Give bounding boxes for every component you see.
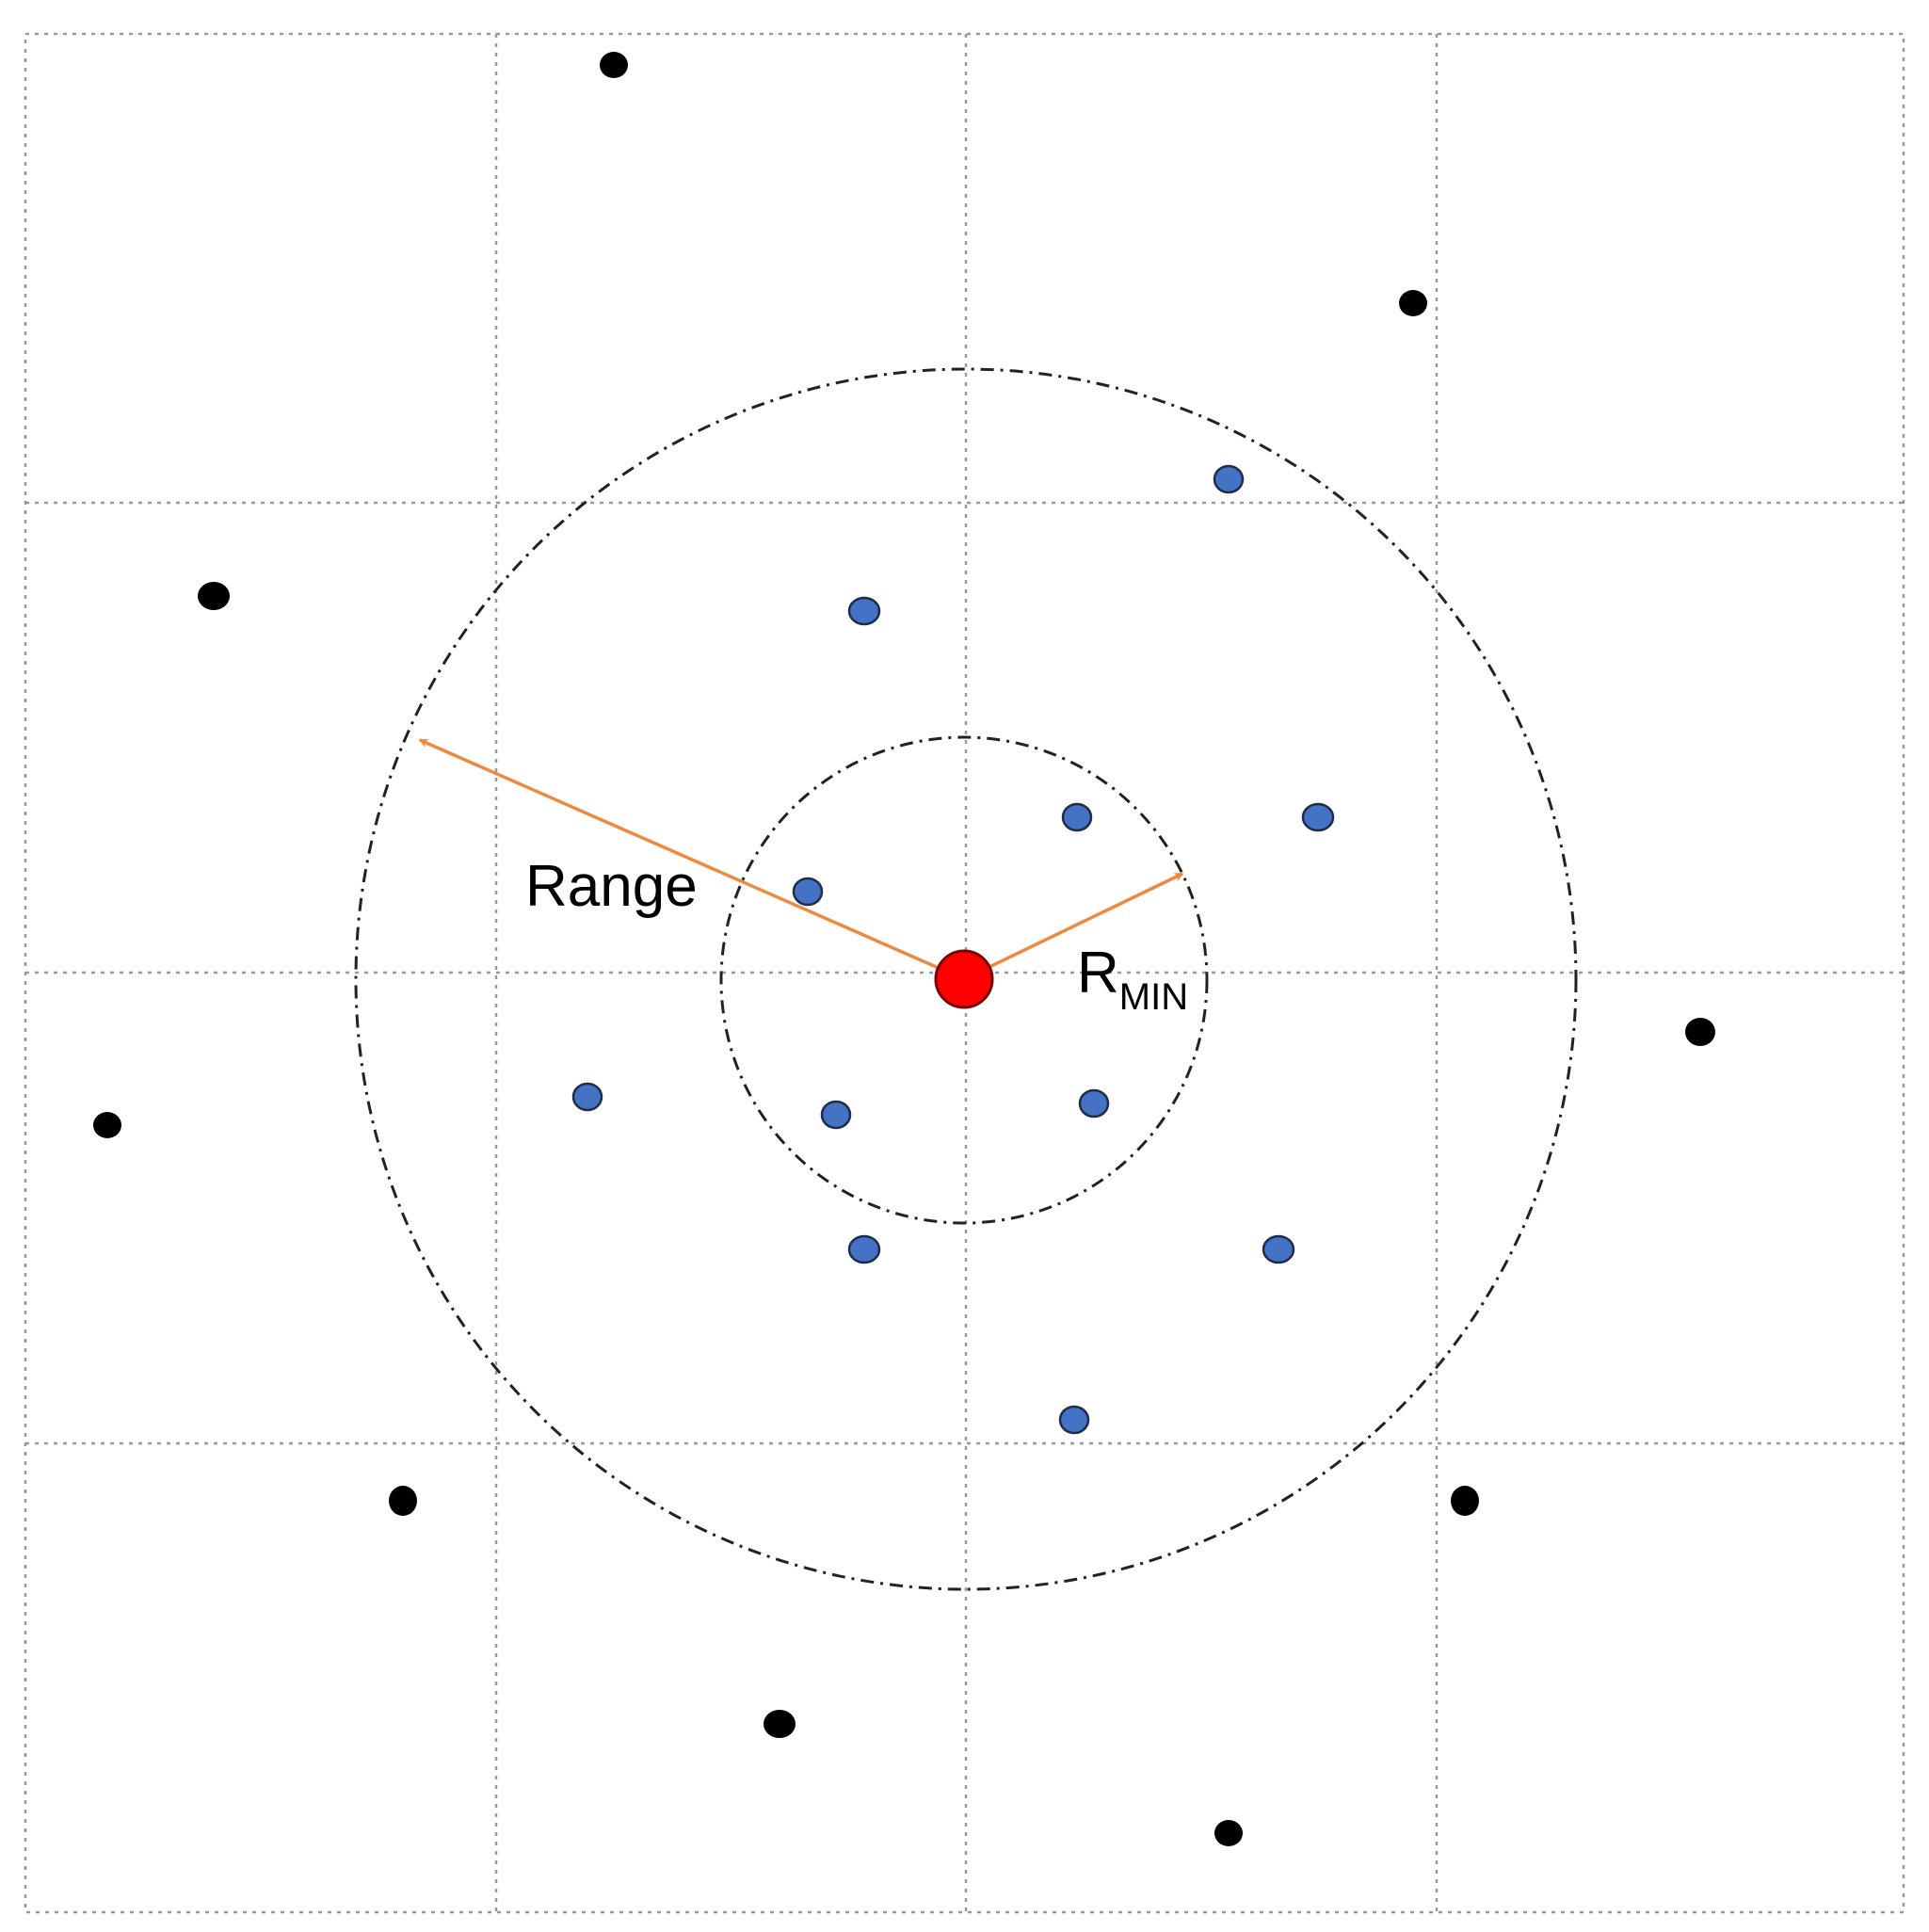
out-of-range-node [198,582,230,610]
rmin-circle [719,735,1209,1225]
rmin-arrow [963,872,1184,981]
grid [24,32,1905,1914]
out-of-range-node [93,1112,121,1138]
rmin-label: RMIN [1077,941,1188,1018]
in-range-nodes [571,464,1335,1435]
in-range-node [1213,464,1245,494]
out-of-range-node [1214,1820,1243,1846]
range-label: Range [525,854,698,919]
out-of-range-node [600,52,628,78]
in-range-node [847,1234,881,1264]
out-of-range-node [1451,1486,1479,1516]
in-range-node [1061,802,1093,832]
rmin-label-subscript: MIN [1119,976,1188,1018]
center-node [934,949,994,1009]
out-of-range-node [1399,290,1427,316]
in-range-node [571,1082,603,1112]
in-range-node [847,596,881,626]
out-of-range-node [389,1486,417,1516]
in-range-node [1078,1088,1110,1119]
in-range-node [792,877,824,907]
rmin-label-main: R [1077,941,1119,1006]
in-range-node [820,1100,852,1130]
in-range-node [1058,1405,1090,1435]
range-circle [354,367,1578,1591]
in-range-node [1262,1234,1295,1264]
out-of-range-node [1685,1018,1715,1046]
range-arrow [418,738,965,981]
out-of-range-nodes [93,52,1715,1846]
out-of-range-node [764,1710,796,1738]
in-range-node [1301,802,1335,832]
